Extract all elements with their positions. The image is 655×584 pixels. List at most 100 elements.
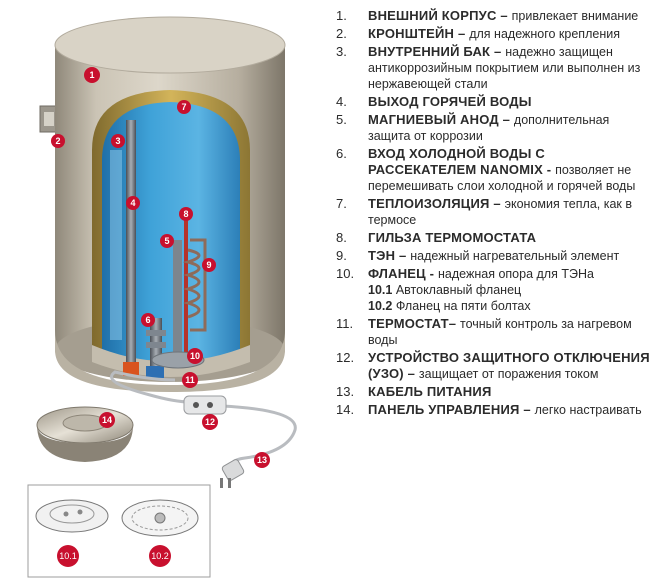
legend-item-number: 1.: [336, 8, 347, 23]
parts-legend: 1. ВНЕШНИЙ КОРПУС – привлекает внимание 2.…: [336, 8, 652, 420]
legend-item-title: ВНЕШНИЙ КОРПУС: [368, 8, 497, 23]
legend-item-title: ВНУТРЕННИЙ БАК: [368, 44, 491, 59]
legend-item-separator: –: [395, 248, 411, 263]
legend-item-title: ТЕПЛОИЗОЛЯЦИЯ: [368, 196, 490, 211]
legend-item-number: 13.: [336, 384, 355, 399]
rcd-device: [183, 395, 227, 415]
svg-text:14: 14: [102, 415, 112, 425]
legend-item: 2.КРОНШТЕЙН – для надежного крепления: [336, 26, 652, 42]
legend-item-description: точный контроль за нагревом воды: [368, 317, 632, 347]
legend-subitem: 10.2 Фланец на пяти болтах: [368, 298, 652, 314]
svg-text:10.2: 10.2: [151, 551, 169, 561]
legend-item: 7. ТЕПЛОИЗОЛЯЦИЯ – экономия тепла, как в …: [336, 196, 652, 228]
marker-8: 8: [179, 207, 193, 221]
legend-item-separator: -: [542, 162, 556, 177]
svg-text:8: 8: [183, 209, 188, 219]
legend-item-separator: –: [489, 196, 505, 211]
legend-item-title: ПАНЕЛЬ УПРАВЛЕНИЯ: [368, 402, 520, 417]
legend-item-number: 7.: [336, 196, 347, 211]
legend-subitem-text: Фланец на пяти болтах: [395, 299, 531, 313]
svg-text:9: 9: [206, 260, 211, 270]
marker-4: 4: [126, 196, 140, 210]
legend-item: 11. ТЕРМОСТАТ– точный контроль за нагрево…: [336, 316, 652, 348]
legend-subitem: 10.1 Автоклавный фланец: [368, 282, 652, 298]
svg-text:4: 4: [130, 198, 135, 208]
legend-item-number: 10.: [336, 266, 355, 281]
legend-item-title: ФЛАНЕЦ: [368, 266, 426, 281]
legend-item-title: КРОНШТЕЙН: [368, 26, 455, 41]
legend-item-number: 3.: [336, 44, 347, 59]
svg-text:5: 5: [164, 236, 169, 246]
marker-6: 6: [141, 313, 155, 327]
legend-item-separator: –: [448, 316, 460, 331]
marker-7: 7: [177, 100, 191, 114]
svg-text:11: 11: [185, 375, 195, 385]
marker-10-2: 10.2: [149, 545, 171, 567]
legend-item-title: ГИЛЬЗА ТЕРМОМОСТАТА: [368, 230, 537, 245]
legend-item-description: привлекает внимание: [511, 9, 639, 23]
legend-item-description: легко настраивать: [534, 403, 642, 417]
heating-element: [182, 238, 207, 332]
legend-item-separator: –: [403, 366, 419, 381]
legend-item-number: 8.: [336, 230, 347, 245]
marker-5: 5: [160, 234, 174, 248]
legend-item-separator: –: [454, 26, 470, 41]
svg-text:1: 1: [89, 70, 94, 80]
thermostat-sleeve: [184, 218, 188, 358]
legend-subitem-text: Автоклавный фланец: [395, 283, 522, 297]
marker-14: 14: [99, 412, 115, 428]
legend-item-description: надежный нагревательный элемент: [410, 249, 620, 263]
legend-item-number: 5.: [336, 112, 347, 127]
legend-item: 9.ТЭН – надежный нагревательный элемент: [336, 248, 652, 264]
five-bolt-flange: [121, 499, 199, 537]
legend-subitem-number: 10.2: [368, 299, 393, 313]
legend-item-number: 11.: [336, 316, 354, 331]
power-plug: [220, 459, 245, 488]
legend-item-number: 4.: [336, 94, 347, 109]
marker-10-1: 10.1: [57, 545, 79, 567]
legend-item-description: защищает от поражения током: [418, 367, 599, 381]
legend-item-title: ТЕРМОСТАТ: [368, 316, 449, 331]
svg-text:3: 3: [115, 136, 120, 146]
legend-item-title: ВХОД ХОЛОДНОЙ ВОДЫ С РАССЕКАТЕЛЕМ NANOMI…: [368, 146, 545, 177]
numbered-markers: 1 2 3 4 5 6 7 8 9 10 11 12 13 14 10.1 10…: [51, 67, 270, 567]
legend-item-description: дополнительная защита от коррозии: [368, 113, 610, 143]
legend-item-description: надежно защищен антикоррозийным покрытие…: [368, 45, 641, 91]
marker-1: 1: [84, 67, 100, 83]
svg-text:7: 7: [181, 102, 186, 112]
legend-item: 12. УСТРОЙСТВО ЗАЩИТНОГО ОТКЛЮЧЕНИЯ (УЗО)…: [336, 350, 652, 382]
legend-item-description: экономия тепла, как в термосе: [368, 197, 632, 227]
legend-item-number: 9.: [336, 248, 347, 263]
svg-text:12: 12: [205, 417, 215, 427]
svg-text:10.1: 10.1: [59, 551, 77, 561]
legend-item: 4. ВЫХОД ГОРЯЧЕЙ ВОДЫ: [336, 94, 652, 110]
legend-item-description: надежная опора для ТЭНа: [438, 267, 594, 281]
marker-11: 11: [182, 372, 198, 388]
marker-9: 9: [202, 258, 216, 272]
svg-text:2: 2: [55, 136, 60, 146]
marker-13: 13: [254, 452, 270, 468]
hot-water-outlet-pipe: [123, 120, 139, 376]
legend-item: 13.КАБЕЛЬ ПИТАНИЯ: [336, 384, 652, 400]
legend-item: 1. ВНЕШНИЙ КОРПУС – привлекает внимание: [336, 8, 652, 24]
water-heater-diagram: 1 2 3 4 5 6 7 8 9 10 11 12 13 14 10.1 10…: [27, 16, 297, 578]
marker-3: 3: [111, 134, 125, 148]
legend-item-description: для надежного крепления: [469, 27, 620, 41]
legend-item-number: 12.: [336, 350, 355, 365]
legend-item-description: позволяет не перемешивать слои холодной …: [368, 163, 636, 193]
marker-10: 10: [187, 348, 203, 364]
legend-item: 5.МАГНИЕВЫЙ АНОД – дополнительная защита…: [336, 112, 652, 144]
legend-subitem-number: 10.1: [368, 283, 393, 297]
legend-item-title: ВЫХОД ГОРЯЧЕЙ ВОДЫ: [368, 94, 532, 109]
legend-item-title: УСТРОЙСТВО ЗАЩИТНОГО ОТКЛЮЧЕНИЯ (УЗО): [368, 350, 650, 381]
legend-item-separator: –: [498, 112, 514, 127]
marker-12: 12: [202, 414, 218, 430]
marker-2: 2: [51, 134, 65, 148]
svg-text:6: 6: [145, 315, 150, 325]
svg-text:10: 10: [190, 351, 200, 361]
flange-variants-inset: [27, 484, 211, 578]
legend-item-separator: –: [496, 8, 512, 23]
legend-item-separator: -: [425, 266, 439, 281]
autoclave-flange: [35, 499, 109, 533]
